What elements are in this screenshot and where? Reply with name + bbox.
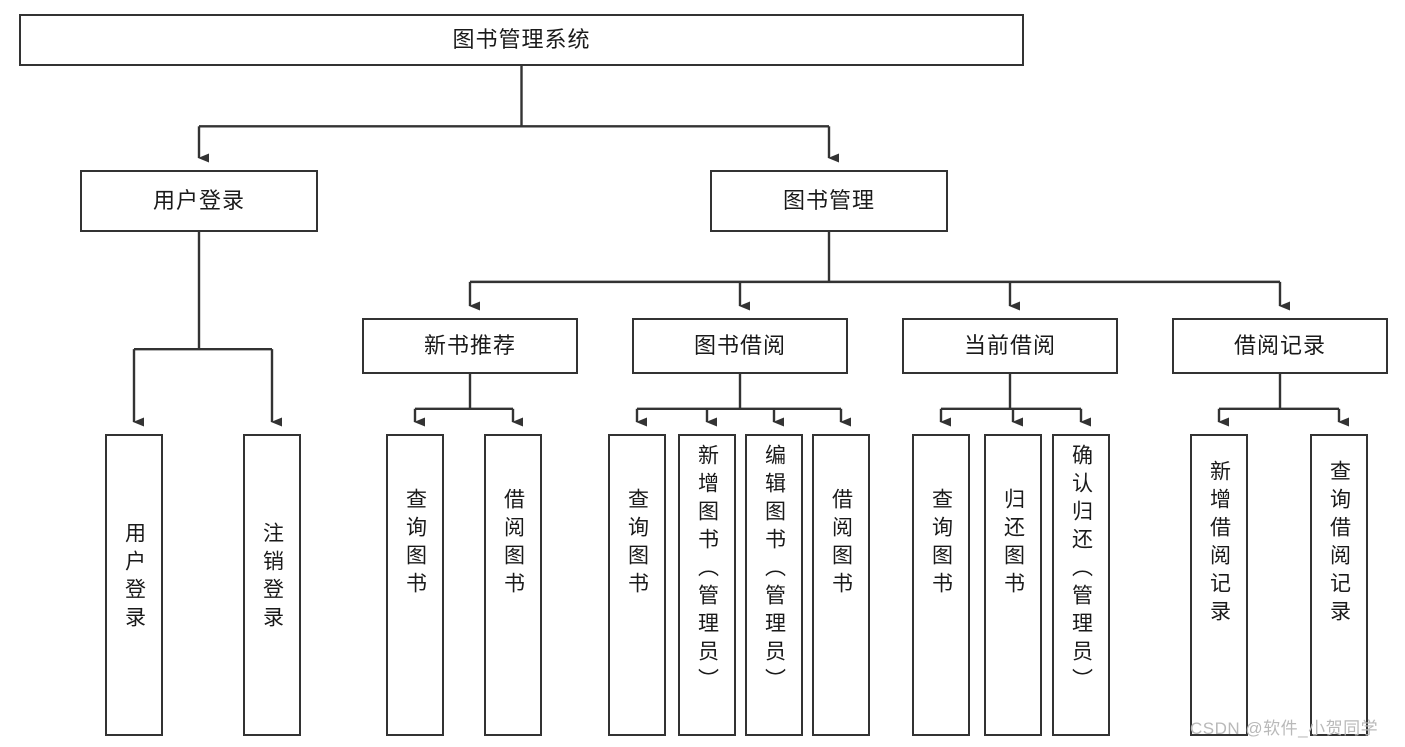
node-l-addbook[interactable]: 新增图书（管理员） [678,434,736,736]
node-login[interactable]: 用户登录 [80,170,318,232]
node-l-query1[interactable]: 查询图书 [386,434,444,736]
node-l-borrow2[interactable]: 借阅图书 [812,434,870,736]
node-l-query3[interactable]: 查询图书 [912,434,970,736]
node-l-borrow1[interactable]: 借阅图书 [484,434,542,736]
node-label: 编辑图书（管理员） [762,444,786,696]
node-label: 查询借阅记录 [1327,460,1351,628]
node-label: 图书管理系统 [452,27,591,53]
edge-trunk-records [1219,374,1339,410]
edge-trunk-root [199,66,829,128]
node-label: 图书管理 [782,188,875,214]
node-l-userlogin[interactable]: 用户登录 [105,434,163,736]
node-records[interactable]: 借阅记录 [1172,318,1388,374]
node-l-queryrec[interactable]: 查询借阅记录 [1310,434,1368,736]
node-l-confirm[interactable]: 确认归还（管理员） [1052,434,1110,736]
node-borrow[interactable]: 图书借阅 [632,318,848,374]
node-l-logout[interactable]: 注销登录 [243,434,301,736]
edge-trunk-borrow [637,374,841,410]
node-label: 查询图书 [625,488,649,600]
edge-trunk-newbook [415,374,513,410]
node-label: 新书推荐 [423,333,516,359]
node-label: 新增借阅记录 [1207,460,1231,628]
node-label: 用户登录 [152,188,245,214]
node-label: 归还图书 [1001,488,1025,600]
node-label: 注销登录 [260,522,284,634]
edge-trunk-bookmgmt [470,232,1280,284]
node-label: 确认归还（管理员） [1069,444,1093,696]
node-current[interactable]: 当前借阅 [902,318,1118,374]
node-l-return[interactable]: 归还图书 [984,434,1042,736]
node-l-addrec[interactable]: 新增借阅记录 [1190,434,1248,736]
csdn-watermark: CSDN @软件_小贺同学 [1190,719,1379,738]
node-label: 图书借阅 [693,333,786,359]
node-label: 当前借阅 [963,333,1056,359]
node-label: 借阅图书 [501,488,525,600]
node-label: 用户登录 [122,522,146,634]
node-label: 新增图书（管理员） [695,444,719,696]
node-label: 查询图书 [929,488,953,600]
node-l-query2[interactable]: 查询图书 [608,434,666,736]
node-l-editbook[interactable]: 编辑图书（管理员） [745,434,803,736]
edge-trunk-current [941,374,1081,410]
node-newbook[interactable]: 新书推荐 [362,318,578,374]
edge-trunk-login [134,232,272,351]
node-label: 借阅图书 [829,488,853,600]
node-root[interactable]: 图书管理系统 [19,14,1024,66]
node-bookmgmt[interactable]: 图书管理 [710,170,948,232]
node-label: 借阅记录 [1233,333,1326,359]
node-label: 查询图书 [403,488,427,600]
